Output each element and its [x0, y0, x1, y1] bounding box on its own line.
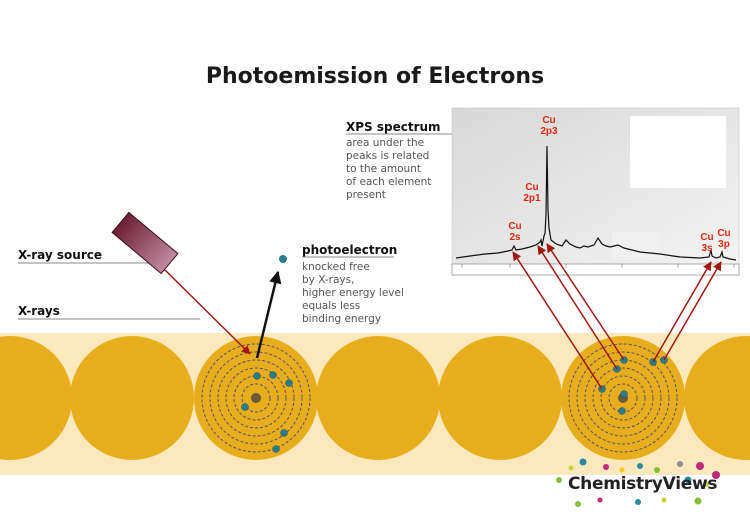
xps-spectrum-label: XPS spectrum: [346, 120, 441, 134]
xray-source-label: X-ray source: [18, 248, 102, 262]
photoelectron-dot: [279, 255, 287, 263]
chemistryviews-logo-text: ChemistryViews: [568, 474, 718, 494]
chemistryviews-logo-dots: [556, 458, 720, 507]
peak-label-cu-2p1: Cu 2p1: [523, 182, 541, 204]
emission-arrows: [512, 243, 722, 390]
peak-label-cu-2s: Cu 2s: [508, 221, 522, 243]
xray-beam: [164, 269, 251, 355]
atom: [684, 336, 750, 460]
electrons-left: [241, 371, 293, 453]
peak-label-cu-3s: Cu 3s: [700, 232, 714, 254]
xps-spectrum-panel: [451, 107, 740, 276]
peak-label-cu-2p3: Cu 2p3: [540, 115, 558, 137]
xrays-label: X-rays: [18, 304, 60, 318]
spectrum-axis-ticks: [461, 264, 735, 268]
photoelectron-label: photoelectron: [302, 243, 398, 257]
atom: [70, 336, 194, 460]
xps-spectrum-description: area under the peaks is related to the a…: [346, 137, 432, 201]
atom: [316, 336, 440, 460]
spectrum-trace: [455, 145, 737, 261]
photoelectron-description: knocked free by X-rays, higher energy le…: [302, 261, 404, 325]
nucleus: [251, 393, 261, 403]
peak-label-cu-3p: Cu 3p: [717, 228, 731, 250]
atom: [0, 336, 72, 460]
page-title: Photoemission of Electrons: [205, 64, 545, 89]
photoelectron-arrow: [255, 270, 282, 359]
xray-source-icon: [111, 211, 179, 275]
atom: [438, 336, 562, 460]
orbitals-atom-left: [201, 343, 311, 453]
atom-row: [0, 336, 750, 460]
